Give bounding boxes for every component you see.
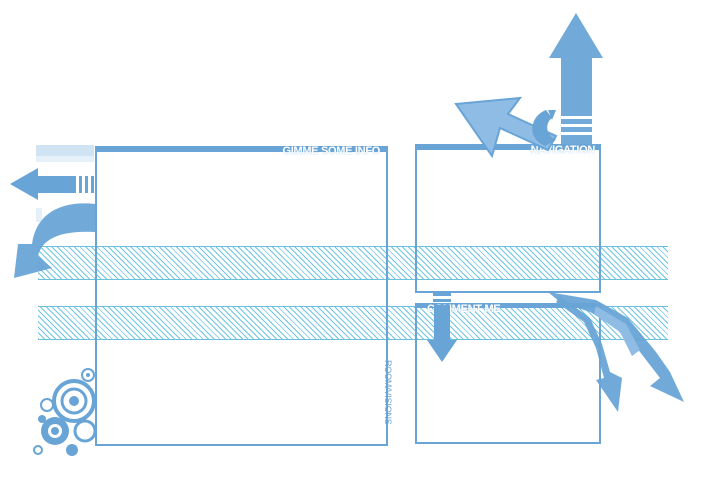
info-panel-title: GIMME SOME INFO — [282, 145, 380, 157]
hatched-stripe-upper — [38, 246, 668, 280]
comment-panel: COMMENT ME — [415, 303, 601, 444]
comment-panel-title: COMMENT ME — [427, 303, 501, 315]
info-panel: GIMME SOME INFO — [95, 145, 388, 446]
navigation-panel: NAVIGATION — [415, 144, 601, 293]
credit-label: ROOM/VISIONS — [383, 360, 393, 425]
navigation-panel-title: NAVIGATION — [530, 144, 596, 156]
